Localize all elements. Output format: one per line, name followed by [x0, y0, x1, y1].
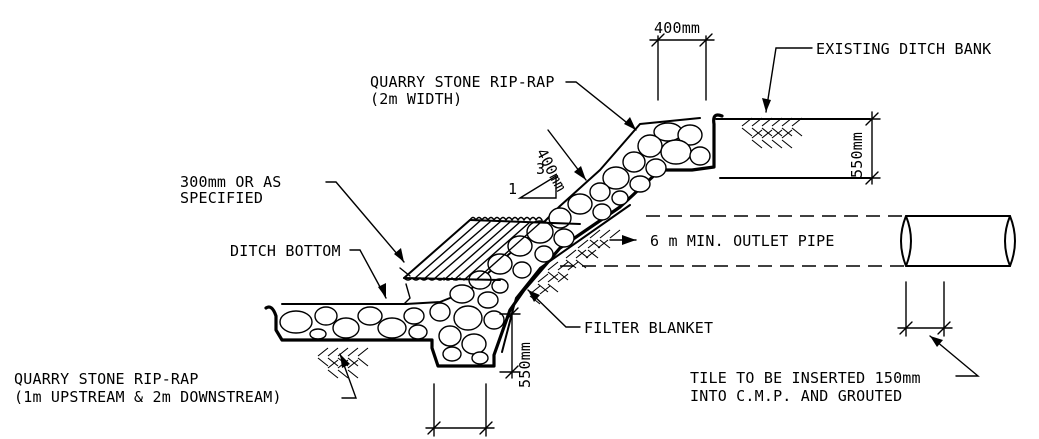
corrugated-layer — [403, 216, 581, 281]
label-lower-550mm: 550mm — [516, 342, 534, 388]
dim-tile-150 — [897, 281, 953, 337]
soil-hatch-right — [741, 117, 803, 149]
slope-triangle — [517, 174, 557, 199]
label-right-550mm: 550mm — [848, 132, 866, 178]
filter-blanket-line — [501, 204, 631, 353]
label-filter-blanket: FILTER BLANKET — [584, 319, 713, 337]
outlet-pipe — [560, 215, 1016, 267]
label-outlet-pipe: 6 m MIN. OUTLET PIPE — [650, 232, 835, 250]
label-tile-2: INTO C.M.P. AND GROUTED — [690, 387, 902, 405]
label-ditch-bottom: DITCH BOTTOM — [230, 242, 341, 260]
dim-lower-550 — [499, 307, 521, 379]
arrowheads — [340, 98, 943, 368]
dim-right-550 — [865, 111, 881, 185]
riprap-stones-upper — [429, 122, 711, 365]
label-spec-1: 300mm OR AS — [180, 173, 282, 191]
label-riprap-upper-1: QUARRY STONE RIP-RAP — [370, 73, 555, 91]
label-top-400mm: 400mm — [654, 19, 700, 37]
riprap-stones-lower — [279, 306, 428, 340]
label-slope-run: 3 — [536, 160, 545, 178]
dim-bottom-width — [425, 383, 495, 437]
label-riprap-lower-1: QUARRY STONE RIP-RAP — [14, 370, 199, 388]
label-spec-2: SPECIFIED — [180, 189, 263, 207]
label-riprap-upper-2: (2m WIDTH) — [370, 90, 462, 108]
dim-300-ticks — [399, 267, 411, 305]
dim-top-400 — [649, 33, 715, 101]
label-slope-rise: 1 — [508, 180, 517, 198]
label-riprap-lower-2: (1m UPSTREAM & 2m DOWNSTREAM) — [14, 388, 282, 406]
label-tile-1: TILE TO BE INSERTED 150mm — [690, 369, 921, 387]
label-existing-ditch-bank: EXISTING DITCH BANK — [816, 40, 991, 58]
riprap-top-surface — [281, 117, 701, 305]
